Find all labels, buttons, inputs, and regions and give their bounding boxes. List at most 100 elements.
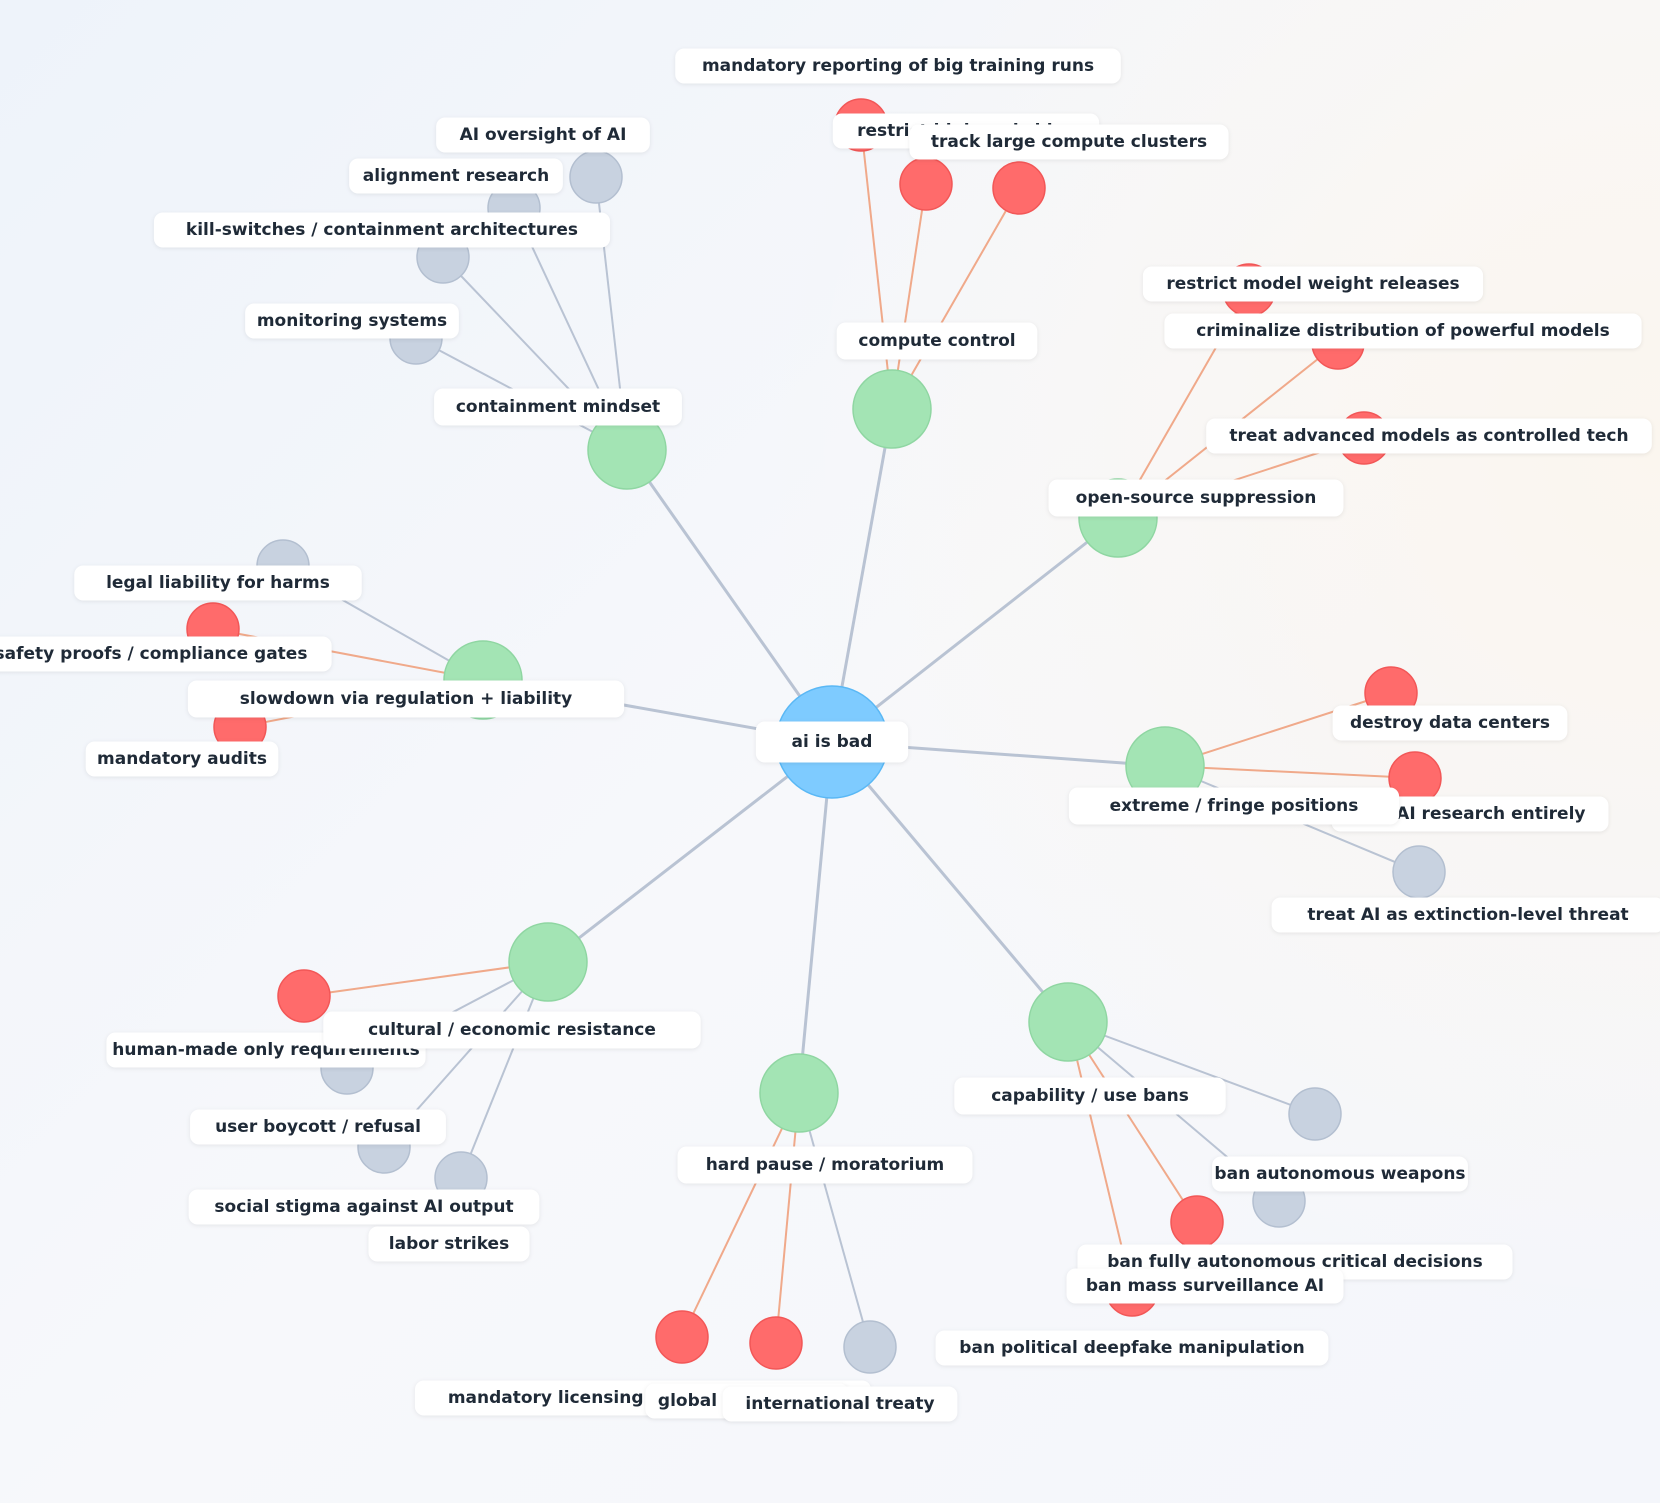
label-background <box>1331 796 1609 832</box>
label-background <box>190 1109 446 1145</box>
node-label-text: hard pause / moratorium <box>706 1155 945 1175</box>
leaf-label: alignment research <box>349 158 563 194</box>
leaf-label: mandatory audits <box>85 741 279 777</box>
node-label-text: ai is bad <box>792 732 873 752</box>
edge-root-to-branch <box>625 449 834 743</box>
leaf-label: mandatory reporting of big training runs <box>675 48 1121 84</box>
leaf-node[interactable] <box>1288 1087 1342 1141</box>
label-background <box>434 388 682 426</box>
edge-branch-to-leaf <box>860 124 893 410</box>
label-background <box>909 124 1229 160</box>
edge-root-to-branch <box>831 516 1119 744</box>
branch-node[interactable] <box>1028 982 1108 1062</box>
label-background <box>349 158 563 194</box>
label-background <box>1271 897 1660 933</box>
branch-label: hard pause / moratorium <box>677 1146 973 1184</box>
leaf-label: ban autonomous weapons <box>1212 1156 1468 1192</box>
label-background <box>1068 787 1400 825</box>
leaf-label: social stigma against AI output <box>188 1189 540 1225</box>
edge-branch-to-leaf <box>681 1092 800 1338</box>
leaf-label: AI oversight of AI <box>436 117 650 153</box>
leaf-node[interactable] <box>655 1310 709 1364</box>
leaf-node[interactable] <box>277 969 331 1023</box>
branch-label: compute control <box>836 322 1038 360</box>
node-label-text: restrict model weight releases <box>1166 274 1459 294</box>
branch-label: containment mindset <box>434 388 682 426</box>
edge-branch-to-leaf <box>775 1092 800 1344</box>
label-background <box>675 48 1121 84</box>
edge-branch-to-leaf <box>798 1092 871 1348</box>
label-background <box>755 721 909 763</box>
node-label-text: legal liability for harms <box>106 573 330 593</box>
leaf-label: ban political deepfake manipulation <box>935 1330 1329 1366</box>
leaf-node[interactable] <box>749 1316 803 1370</box>
label-background <box>1048 479 1344 517</box>
label-background <box>1142 266 1484 302</box>
branch-label: cultural / economic resistance <box>323 1011 701 1049</box>
node-label-text: treat advanced models as controlled tech <box>1229 426 1628 446</box>
leaf-node[interactable] <box>992 161 1046 215</box>
node-label-text: slowdown via regulation + liability <box>240 689 573 709</box>
label-background <box>1206 418 1652 454</box>
label-background <box>188 1189 540 1225</box>
node-label-text: AI oversight of AI <box>460 125 627 145</box>
edge-branch-to-leaf <box>891 187 1020 410</box>
node-label-text: kill-switches / containment architecture… <box>186 220 578 240</box>
leaf-label: labor strikes <box>368 1226 530 1262</box>
branch-node[interactable] <box>508 922 588 1002</box>
node-label-text: track large compute clusters <box>931 132 1207 152</box>
node-label-text: ban autonomous weapons <box>1214 1164 1465 1184</box>
node-label-text: capability / use bans <box>991 1086 1189 1106</box>
label-background <box>245 303 459 339</box>
label-background <box>153 212 611 248</box>
leaf-node[interactable] <box>899 157 953 211</box>
leaf-label: ban mass surveillance AI <box>1066 1268 1344 1304</box>
leaf-label: treat advanced models as controlled tech <box>1206 418 1652 454</box>
label-background <box>1212 1156 1468 1192</box>
label-background <box>836 322 1038 360</box>
label-background <box>323 1011 701 1049</box>
label-background <box>0 636 332 672</box>
branch-node[interactable] <box>852 369 932 449</box>
label-background <box>1066 1268 1344 1304</box>
node-label-text: ban fully autonomous critical decisions <box>1107 1252 1483 1272</box>
leaf-label: user boycott / refusal <box>190 1109 446 1145</box>
node-label-text: open-source suppression <box>1076 488 1317 508</box>
node-label-text: cultural / economic resistance <box>368 1020 656 1040</box>
leaf-label: kill-switches / containment architecture… <box>153 212 611 248</box>
node-label-text: treat AI as extinction-level threat <box>1307 905 1628 925</box>
leaf-label: restrict model weight releases <box>1142 266 1484 302</box>
branch-label: open-source suppression <box>1048 479 1344 517</box>
node-label-text: labor strikes <box>389 1234 509 1254</box>
leaf-node[interactable] <box>569 150 623 204</box>
node-label-text: mandatory audits <box>97 749 267 769</box>
node-label-text: ban mass surveillance AI <box>1086 1276 1324 1296</box>
branch-label: slowdown via regulation + liability <box>187 680 625 718</box>
edge-root-to-branch <box>830 741 1070 1023</box>
leaf-label: track large compute clusters <box>909 124 1229 160</box>
label-background <box>1164 313 1642 349</box>
node-label-text: containment mindset <box>456 397 660 417</box>
leaf-label: ban AI research entirely <box>1331 796 1609 832</box>
node-label-text: extreme / fringe positions <box>1110 796 1359 816</box>
leaf-node[interactable] <box>843 1320 897 1374</box>
edge-branch-to-leaf <box>1067 1021 1316 1115</box>
leaf-label: monitoring systems <box>245 303 459 339</box>
node-label-text: user boycott / refusal <box>215 1117 421 1137</box>
leaf-node[interactable] <box>1170 1195 1224 1249</box>
label-background <box>722 1386 958 1422</box>
leaf-label: criminalize distribution of powerful mod… <box>1164 313 1642 349</box>
label-background <box>74 565 362 601</box>
edge-branch-to-leaf <box>1164 765 1416 779</box>
leaf-label: destroy data centers <box>1332 705 1568 741</box>
leaf-node[interactable] <box>1392 845 1446 899</box>
node-label-text: mandatory reporting of big training runs <box>702 56 1094 76</box>
edge-root-to-branch <box>547 740 833 964</box>
label-background <box>935 1330 1329 1366</box>
leaf-label: treat AI as extinction-level threat <box>1271 897 1660 933</box>
node-label-text: international treaty <box>745 1394 934 1414</box>
node-label-text: criminalize distribution of powerful mod… <box>1196 321 1610 341</box>
root-label: ai is bad <box>755 721 909 763</box>
branch-node[interactable] <box>759 1053 839 1133</box>
